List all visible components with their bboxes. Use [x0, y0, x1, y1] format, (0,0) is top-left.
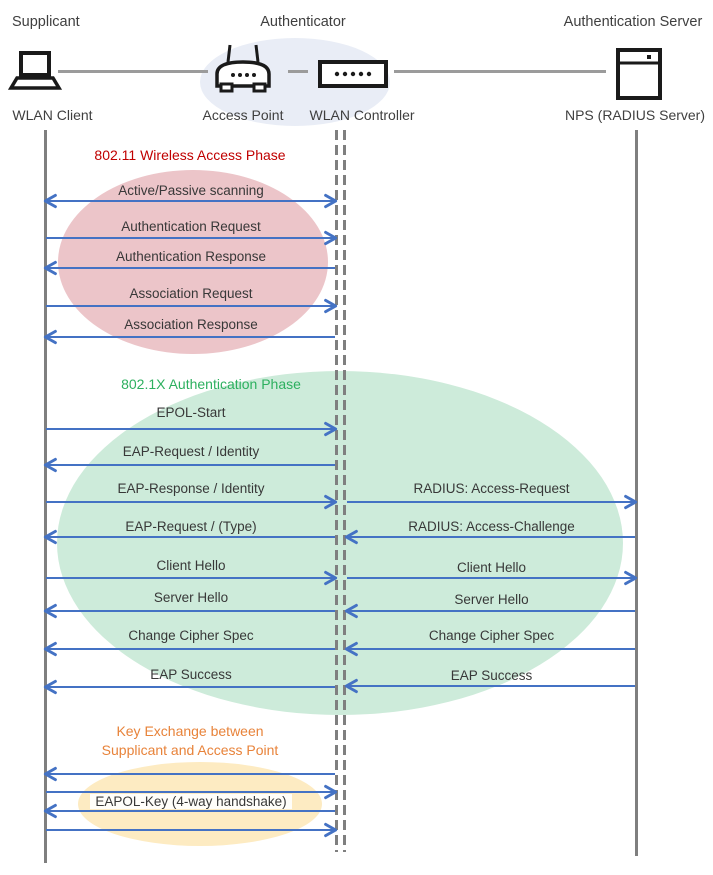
message-label: Change Cipher Spec: [347, 627, 636, 645]
lifeline-authenticator-dashed-2: [343, 130, 346, 852]
message-label: Association Request: [46, 285, 336, 303]
connector-line-left: [58, 70, 208, 73]
message-label: Active/Passive scanning: [46, 182, 336, 200]
device-label-wlan-client: WLAN Client: [12, 107, 93, 123]
message-label: EPOL-Start: [46, 404, 336, 422]
message-label-text: EAPOL-Key (4-way handshake): [90, 794, 292, 809]
message-label-text: Client Hello: [456, 560, 527, 575]
server-icon: [616, 48, 662, 100]
message-label-text: Association Response: [124, 317, 258, 332]
message-label: Server Hello: [347, 591, 636, 609]
device-label-wlan-controller: WLAN Controller: [309, 107, 415, 123]
device-label-access-point: Access Point: [202, 107, 284, 123]
role-supplicant: Supplicant: [12, 14, 80, 30]
message-label-text: Active/Passive scanning: [118, 183, 264, 198]
access-point-icon: [215, 44, 271, 93]
message-label: Change Cipher Spec: [46, 627, 336, 645]
message-label: EAP Success: [347, 667, 636, 685]
message-label-text: EAP Success: [150, 667, 232, 682]
message-label: EAP-Response / Identity: [46, 480, 336, 498]
phase3-title-line1: Key Exchange between: [116, 723, 264, 739]
connector-dash-middle: [288, 70, 308, 73]
laptop-icon: [8, 51, 62, 90]
message-label-text: Change Cipher Spec: [128, 628, 254, 643]
message-label: Authentication Request: [46, 218, 336, 236]
message-label-text: Change Cipher Spec: [428, 628, 555, 643]
message-label-text: Client Hello: [156, 558, 226, 573]
wlan-controller-icon: [318, 60, 388, 88]
connector-line-right: [394, 70, 606, 73]
message-label-text: EAP-Response / Identity: [117, 481, 265, 496]
phase2-title: 802.1X Authentication Phase: [121, 376, 301, 392]
message-label: EAP Success: [46, 666, 336, 684]
lifeline-authentication-server: [635, 130, 638, 856]
message-label-text: Authentication Response: [115, 249, 267, 264]
message-label-text: EAP-Request / Identity: [122, 444, 260, 459]
message-label: Association Response: [46, 316, 336, 334]
message-label: RADIUS: Access-Challenge: [347, 518, 636, 536]
message-label-text: RADIUS: Access-Challenge: [408, 519, 575, 534]
message-label: Client Hello: [347, 559, 636, 577]
device-label-nps-server: NPS (RADIUS Server): [564, 107, 706, 123]
lifeline-supplicant: [44, 130, 47, 863]
phase1-title: 802.11 Wireless Access Phase: [94, 147, 286, 163]
lifeline-authenticator-dashed-1: [335, 130, 338, 852]
role-authentication-server: Authentication Server: [563, 14, 703, 30]
message-label: EAPOL-Key (4-way handshake): [46, 793, 336, 811]
phase3-title-line2: Supplicant and Access Point: [101, 742, 279, 758]
message-label-text: Authentication Request: [121, 219, 261, 234]
message-label-text: EAP Success: [450, 668, 533, 683]
message-label: EAP-Request / (Type): [46, 518, 336, 536]
message-label: RADIUS: Access-Request: [347, 480, 636, 498]
message-label-text: Server Hello: [454, 592, 529, 607]
message-label: Client Hello: [46, 557, 336, 575]
message-label-text: Server Hello: [153, 590, 229, 605]
message-label: EAP-Request / Identity: [46, 443, 336, 461]
message-label: Authentication Response: [46, 248, 336, 266]
message-label-text: EAP-Request / (Type): [125, 519, 257, 534]
message-label-text: RADIUS: Access-Request: [413, 481, 570, 496]
role-authenticator: Authenticator: [260, 14, 346, 30]
message-label-text: Association Request: [129, 286, 253, 301]
phase3-title: Key Exchange between Supplicant and Acce…: [80, 722, 300, 760]
message-label: Server Hello: [46, 589, 336, 607]
message-label-text: EPOL-Start: [156, 405, 226, 420]
